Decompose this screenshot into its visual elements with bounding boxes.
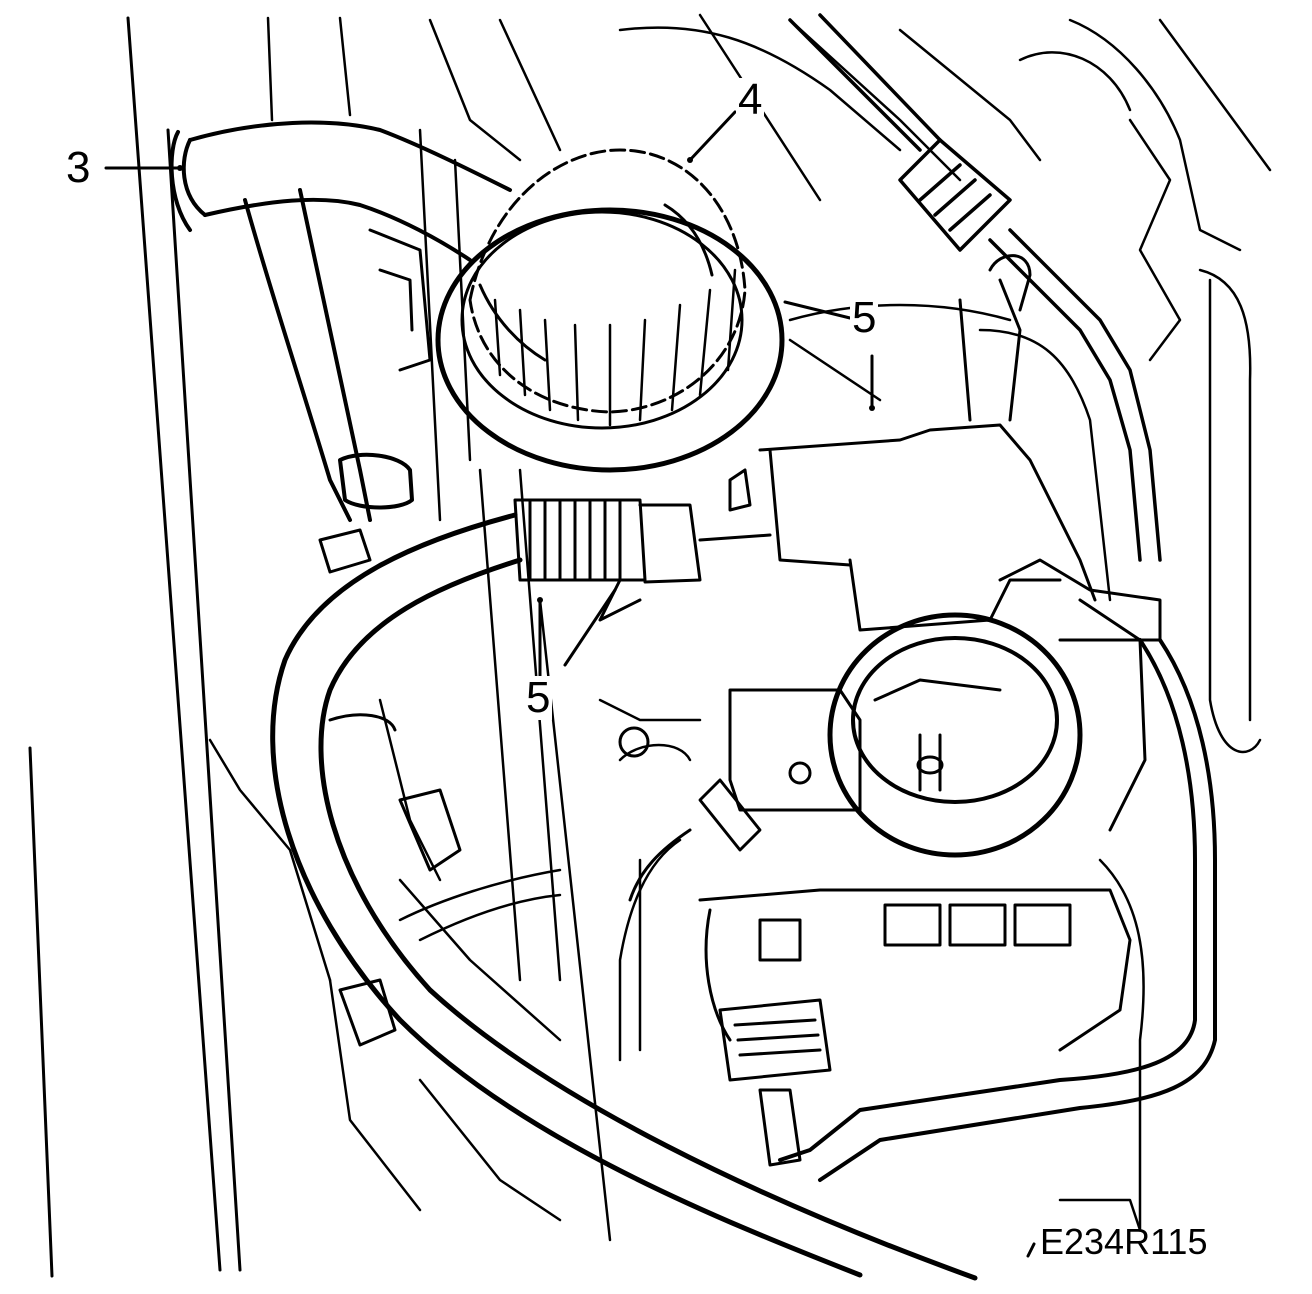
secondary-hose — [778, 638, 1217, 1182]
leader-4 — [688, 110, 737, 162]
callout-4: 4 — [736, 75, 765, 124]
throttle-body — [618, 598, 1147, 858]
leader-5-top — [783, 300, 852, 320]
main-vacuum-hose — [270, 512, 978, 1281]
figure-reference-code: E234R115 — [1040, 1221, 1208, 1262]
left-fittings — [318, 528, 462, 1047]
callout-5-bottom: 5 — [524, 673, 553, 722]
hose-bracket — [368, 228, 432, 372]
intake-housing — [628, 778, 1132, 1167]
radiator-hose — [169, 120, 512, 522]
callout-3: 3 — [64, 143, 93, 192]
leader-ref — [1026, 1242, 1036, 1258]
fuel-line — [788, 13, 1162, 562]
body-panel-lines — [28, 16, 242, 1278]
oil-filler-cap — [435, 148, 785, 473]
callout-5-top: 5 — [850, 293, 879, 342]
leader-5-right — [563, 588, 617, 667]
leader-lines — [104, 110, 1036, 1258]
corrugated-fitting — [513, 468, 772, 622]
